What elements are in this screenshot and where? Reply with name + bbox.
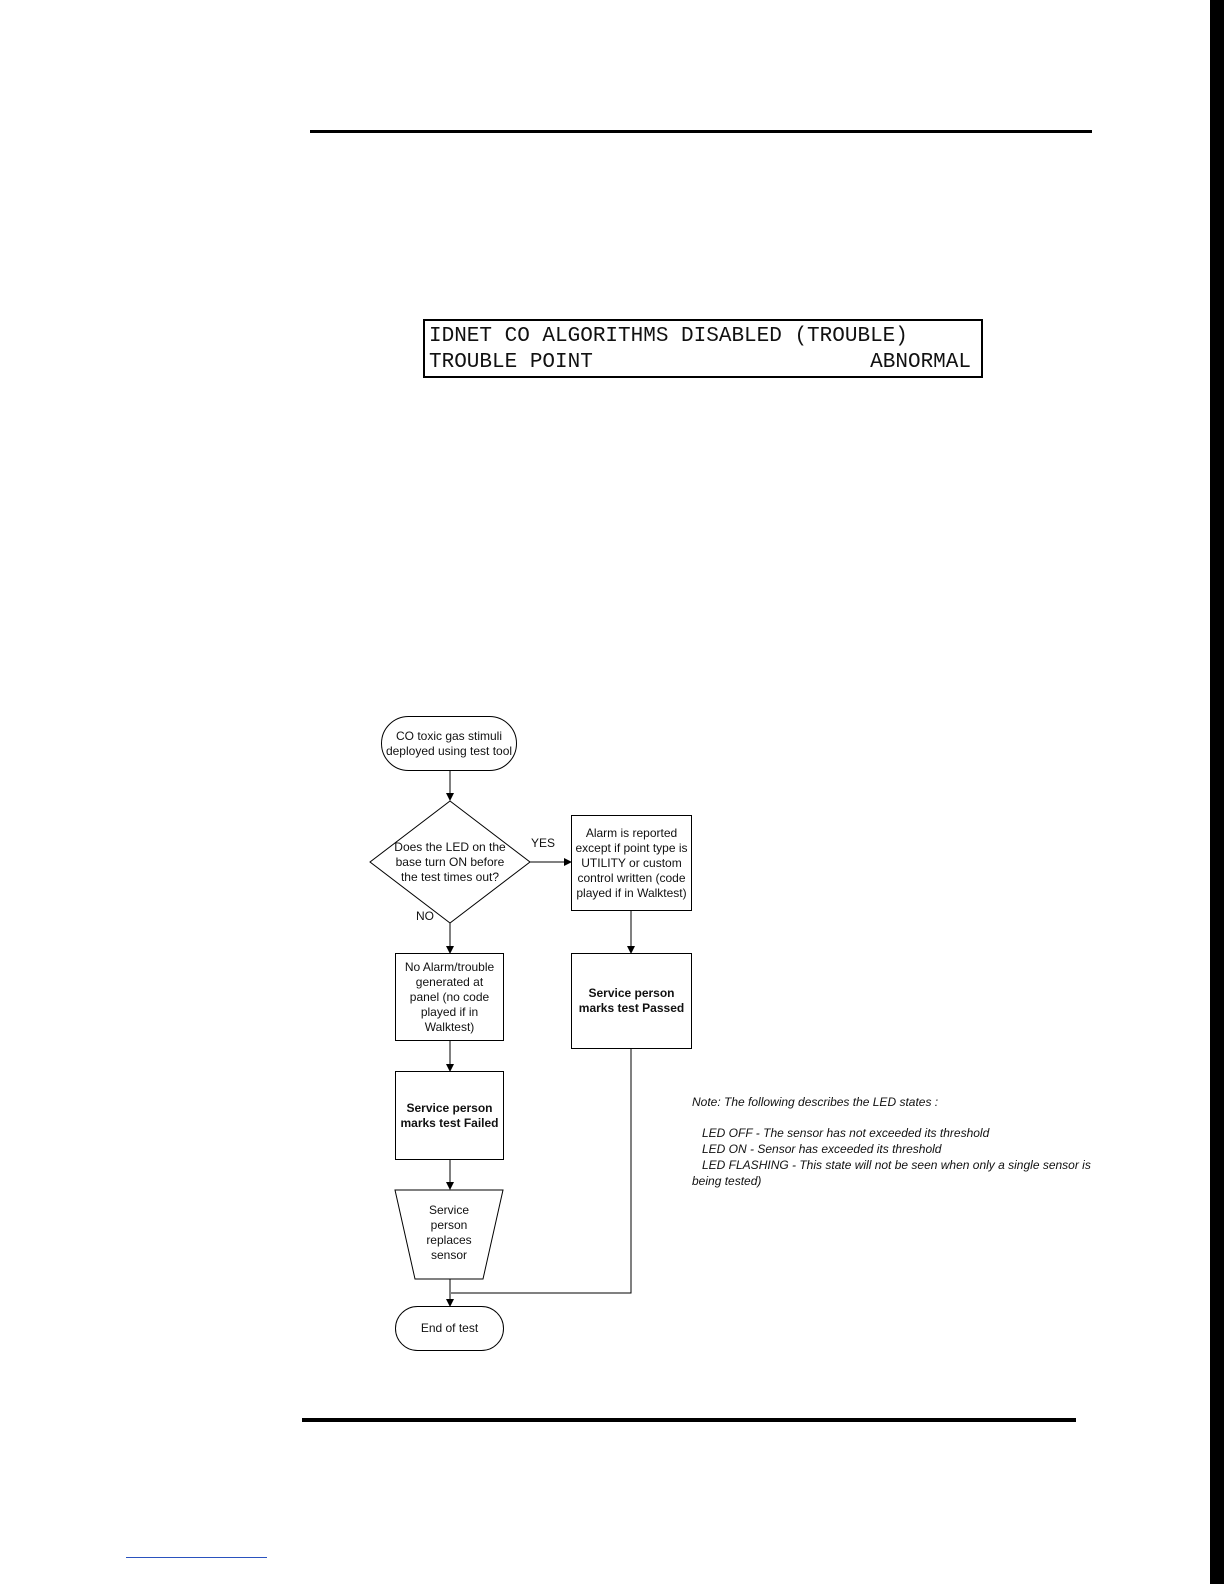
replace-sensor-shape	[394, 1189, 504, 1280]
note-title: Note: The following describes the LED st…	[692, 1095, 939, 1109]
footer-rule	[302, 1418, 1076, 1422]
no-label: NO	[416, 909, 434, 923]
replace-sensor-label: Service person replaces sensor	[426, 1203, 472, 1262]
end-terminal: End of test	[395, 1306, 504, 1351]
yes-label: YES	[531, 836, 556, 850]
lcd-line-1: IDNET CO ALGORITHMS DISABLED (TROUBLE)	[429, 325, 908, 348]
header-rule	[310, 130, 1092, 133]
lcd-display: IDNET CO ALGORITHMS DISABLED (TROUBLE) T…	[423, 319, 983, 378]
line-passed-to-end	[451, 1049, 632, 1294]
alarm-reported-box: Alarm is reported except if point type i…	[571, 815, 692, 911]
test-failed-box: Service person marks test Failed	[395, 1071, 504, 1160]
lcd-line-2-right: ABNORMAL	[870, 351, 971, 374]
note-led-flashing: LED FLASHING - This state will not be se…	[692, 1158, 1091, 1188]
note-led-off: LED OFF - The sensor has not exceeded it…	[702, 1126, 990, 1140]
footer-link-underline	[126, 1557, 267, 1558]
note-led-on: LED ON - Sensor has exceeded its thresho…	[702, 1142, 942, 1156]
led-states-note: Note: The following describes the LED st…	[692, 1094, 1096, 1189]
lcd-line-2-left: TROUBLE POINT	[429, 351, 593, 374]
decision-label: Does the LED on the base turn ON before …	[394, 839, 506, 884]
start-terminal: CO toxic gas stimuli deployed using test…	[381, 716, 517, 771]
test-passed-box: Service person marks test Passed	[571, 953, 692, 1049]
page-edge	[1210, 0, 1224, 1584]
lcd-line-2: TROUBLE POINT ABNORMAL	[429, 351, 971, 375]
no-alarm-box: No Alarm/trouble generated at panel (no …	[395, 953, 504, 1041]
